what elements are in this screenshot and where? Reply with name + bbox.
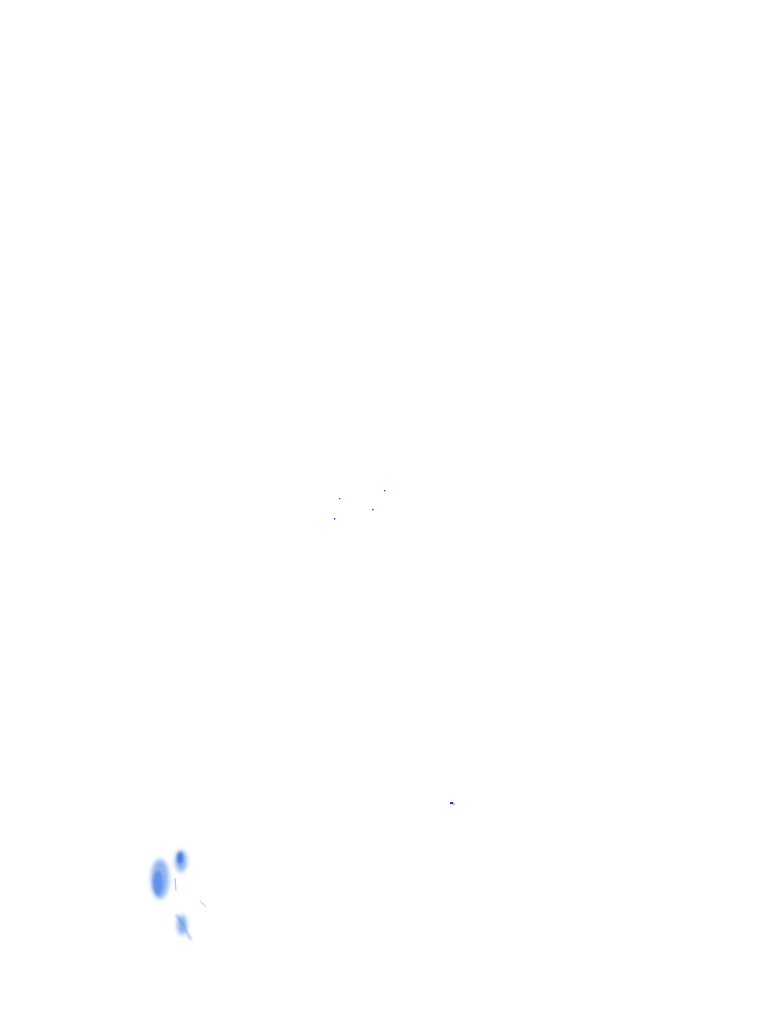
smudge-streak [199, 900, 207, 908]
speck [339, 498, 341, 500]
smudge-streak [174, 877, 177, 892]
smudge-blob [177, 852, 183, 864]
smudge-blob [153, 871, 163, 895]
speck-cluster [334, 490, 386, 520]
speck [384, 490, 386, 492]
speck [334, 518, 336, 520]
blue-smudge [151, 850, 207, 941]
speck [450, 802, 454, 805]
small-mark [450, 802, 455, 805]
speck [453, 803, 455, 805]
speck [372, 509, 374, 511]
smudge-streak [175, 914, 192, 941]
